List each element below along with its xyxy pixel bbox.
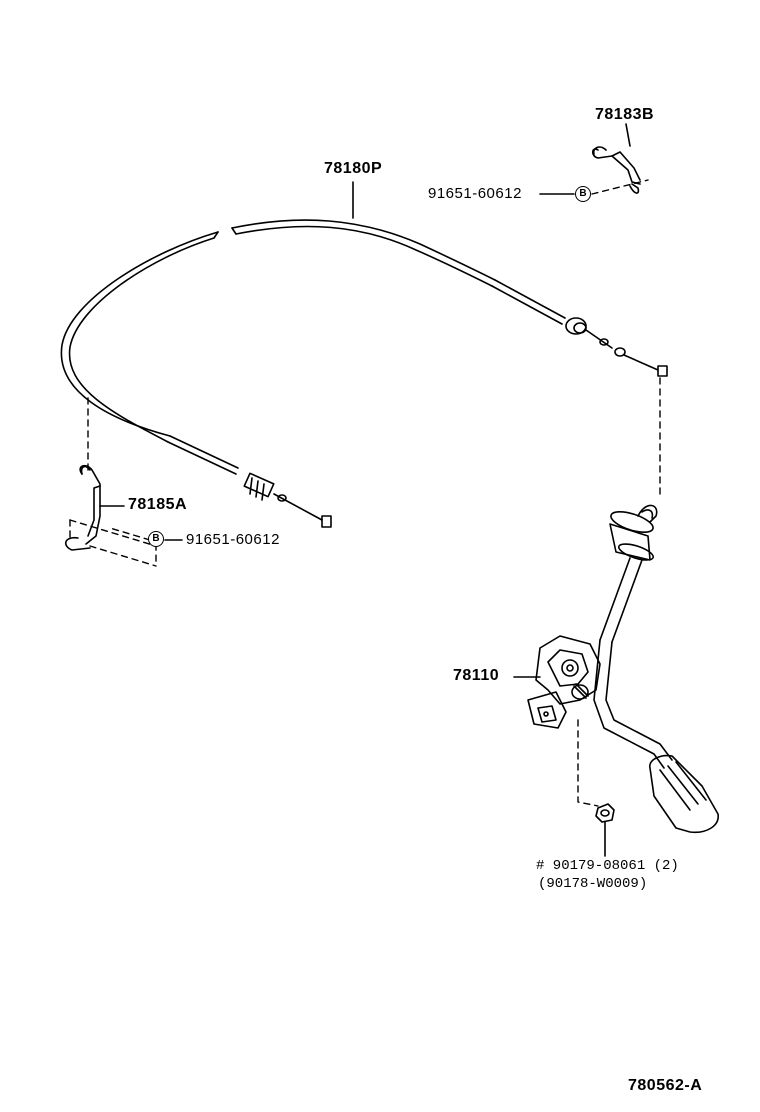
- lower-cable-clip: [66, 466, 124, 550]
- cable-part-number: 78180P: [324, 160, 383, 177]
- accelerator-cable: [61, 182, 667, 527]
- lower-bolt-part-number: 91651-60612: [186, 531, 280, 548]
- nut-part-number: # 90179-08061 (2): [536, 858, 679, 874]
- upper-bolt-part-number: 91651-60612: [428, 185, 522, 202]
- assembly-guides: [70, 180, 660, 806]
- accelerator-pedal: [514, 505, 718, 856]
- nut-alt-part-number: (90178-W0009): [538, 876, 648, 892]
- figure-id: 780562-A: [628, 1077, 703, 1094]
- badge-leaders: [165, 194, 574, 540]
- pedal-part-number: 78110: [453, 667, 500, 684]
- upper-bolt-badge: B: [575, 186, 591, 202]
- lower-bolt-badge: B: [148, 531, 164, 547]
- upper-cable-clip: [593, 124, 640, 193]
- lower-clip-part-number: 78185A: [128, 496, 188, 513]
- upper-clip-part-number: 78183B: [595, 106, 655, 123]
